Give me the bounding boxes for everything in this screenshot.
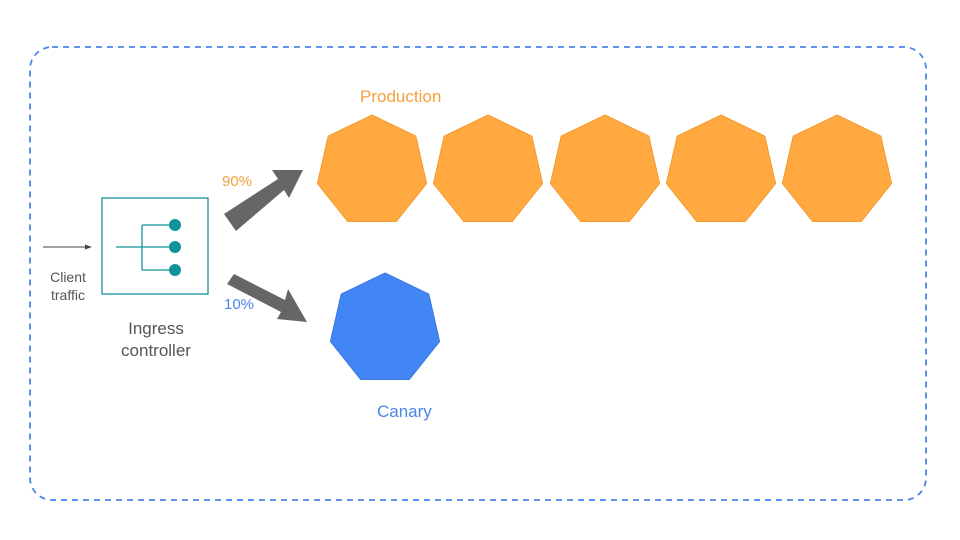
production-route-arrow	[224, 170, 303, 231]
production-label: Production	[360, 87, 442, 106]
production-pod	[316, 114, 428, 222]
cluster-boundary	[29, 46, 927, 501]
ingress-label-line2: controller	[121, 341, 191, 361]
canary-label: Canary	[377, 402, 432, 421]
ingress-controller-label: Ingress controller	[100, 318, 212, 362]
client-traffic-arrow	[43, 244, 92, 250]
production-pod	[432, 114, 544, 222]
production-pod	[781, 114, 893, 222]
production-split-label: 90%	[222, 173, 253, 190]
client-traffic-label: Client traffic	[40, 268, 96, 304]
client-label-line1: Client	[50, 269, 86, 285]
canary-route-arrow	[227, 274, 307, 322]
production-pod	[549, 114, 661, 222]
canary-pod	[329, 272, 441, 380]
canary-split-label: 10%	[224, 296, 255, 313]
ingress-label-line1: Ingress	[128, 319, 184, 338]
canary-pods	[329, 272, 441, 380]
production-pod	[665, 114, 777, 222]
ingress-controller-icon	[101, 197, 209, 295]
client-label-line2: traffic	[51, 287, 85, 304]
production-pods	[316, 114, 893, 222]
